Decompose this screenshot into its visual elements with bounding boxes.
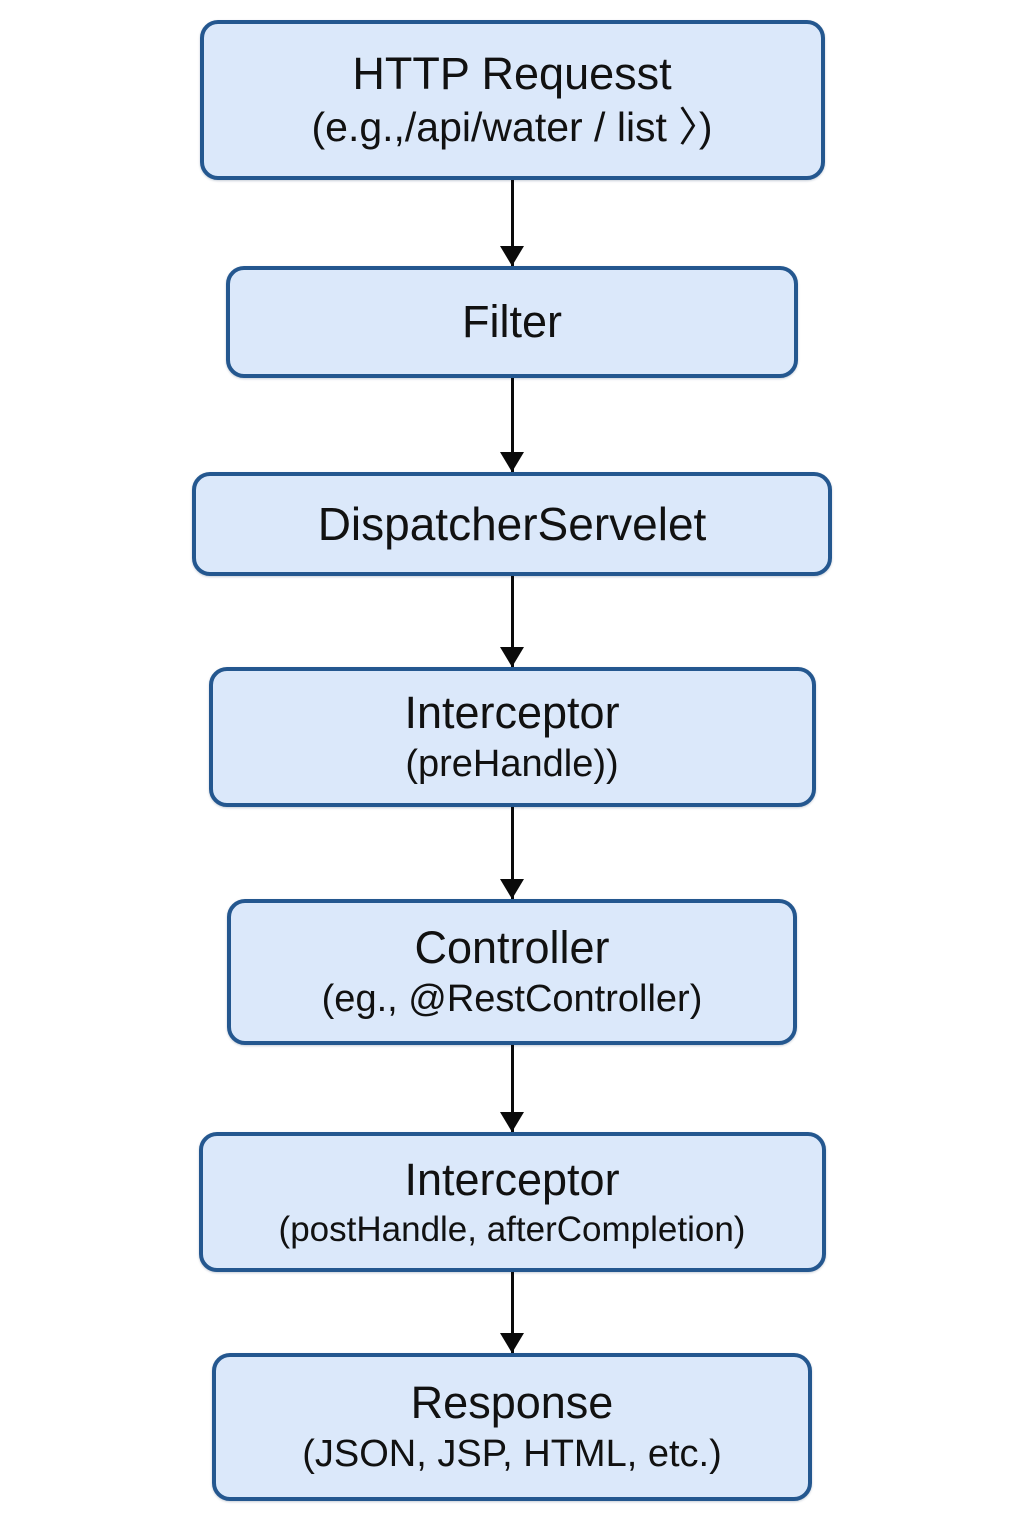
node-subtitle: (preHandle)) <box>405 742 619 785</box>
arrow-down-icon <box>510 180 514 266</box>
arrow-down-icon <box>510 576 514 667</box>
arrow-down-icon <box>510 378 514 472</box>
arrow-down-icon <box>510 1272 514 1353</box>
node-interceptor-prehandle: Interceptor (preHandle)) <box>208 667 816 807</box>
node-controller: Controller (eg., @RestController) <box>227 899 797 1045</box>
node-title: DispatcherServelet <box>317 497 707 550</box>
node-dispatcher-servlet: DispatcherServelet <box>192 472 832 576</box>
node-title: Interceptor <box>404 1153 620 1205</box>
node-filter: Filter <box>226 266 798 378</box>
node-interceptor-posthandle: Interceptor (postHandle, afterCompletion… <box>198 1132 826 1272</box>
node-subtitle: (e.g.,/api/water / list 〉) <box>311 103 713 150</box>
node-title: Interceptor <box>404 686 620 738</box>
arrow-down-icon <box>510 807 514 899</box>
node-title: Response <box>410 1376 614 1428</box>
node-subtitle: (JSON, JSP, HTML, etc.) <box>302 1432 722 1475</box>
arrow-down-icon <box>510 1045 514 1132</box>
node-title: Controller <box>414 921 610 973</box>
node-response: Response (JSON, JSP, HTML, etc.) <box>212 1353 812 1501</box>
node-title: HTTP Requesst <box>352 47 672 99</box>
node-title: Filter <box>462 295 562 347</box>
node-subtitle: (eg., @RestController) <box>321 977 703 1020</box>
node-subtitle: (postHandle, afterCompletion) <box>278 1209 746 1249</box>
node-http-request: HTTP Requesst (e.g.,/api/water / list 〉) <box>199 20 825 180</box>
